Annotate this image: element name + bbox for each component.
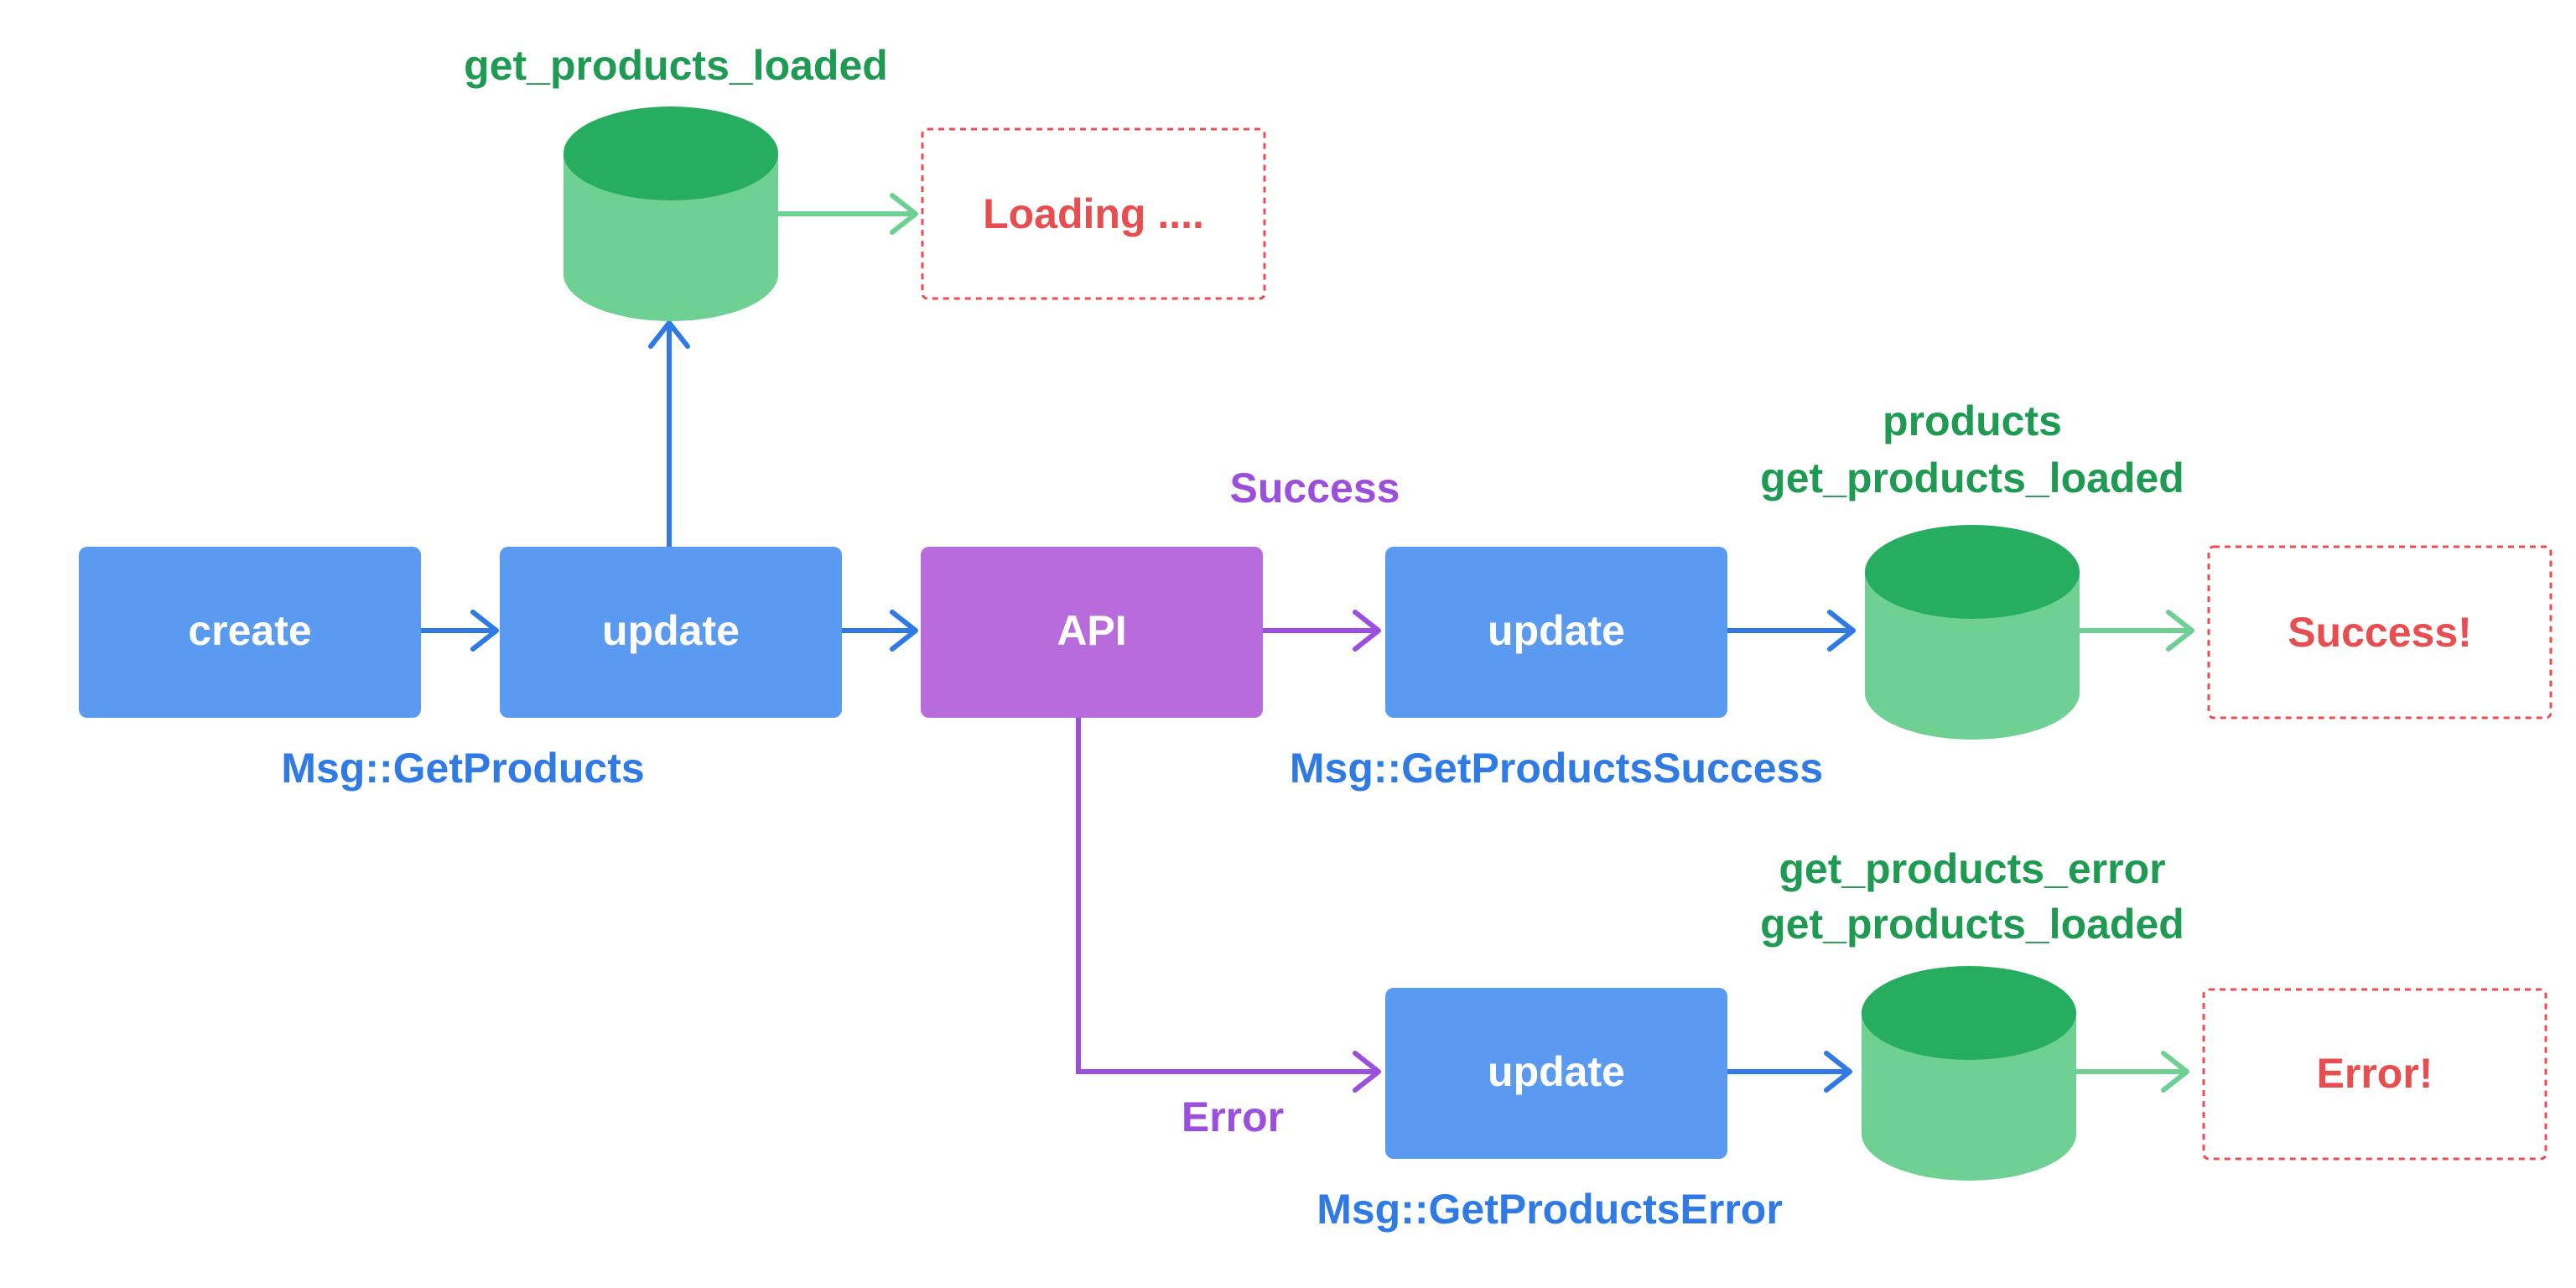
node-create-label: create <box>188 607 311 654</box>
edges <box>419 193 2194 1093</box>
store-loading-line-1: get_products_loaded <box>464 42 888 89</box>
database-icon <box>1865 525 2080 740</box>
node-update-error-label: update <box>1488 1048 1625 1095</box>
store-error-line-2: get_products_loaded <box>1760 901 2184 948</box>
node-create: create <box>79 547 421 718</box>
msg-get-products-error-label: Msg::GetProductsError <box>1317 1186 1783 1233</box>
edge-api-to-update-error <box>1076 714 1381 1093</box>
view-error: Error! <box>2202 988 2547 1161</box>
store-success: products get_products_loaded <box>1760 397 2184 740</box>
branch-error-label: Error <box>1182 1093 1284 1140</box>
branch-success-label: Success <box>1230 465 1400 512</box>
node-update-success: update <box>1385 547 1727 718</box>
node-update-main-label: update <box>602 607 740 654</box>
store-success-line-2: get_products_loaded <box>1760 454 2184 501</box>
node-update-main: update <box>500 547 842 718</box>
msg-get-products-label: Msg::GetProducts <box>281 745 644 792</box>
node-api-label: API <box>1057 607 1126 654</box>
view-success-label: Success! <box>2288 609 2472 656</box>
store-loading: get_products_loaded <box>464 42 888 321</box>
view-error-label: Error! <box>2317 1050 2433 1097</box>
view-loading: Loading .... <box>921 127 1266 300</box>
node-update-success-label: update <box>1488 607 1625 654</box>
store-error: get_products_error get_products_loaded <box>1760 845 2184 1181</box>
view-loading-label: Loading .... <box>983 190 1204 237</box>
database-icon <box>1862 966 2076 1181</box>
node-update-error: update <box>1385 988 1727 1159</box>
store-success-line-1: products <box>1883 397 2062 444</box>
database-icon <box>564 106 778 321</box>
node-api: API <box>921 547 1263 718</box>
view-success: Success! <box>2207 545 2553 719</box>
store-error-line-1: get_products_error <box>1779 845 2165 892</box>
msg-get-products-success-label: Msg::GetProductsSuccess <box>1290 745 1823 792</box>
